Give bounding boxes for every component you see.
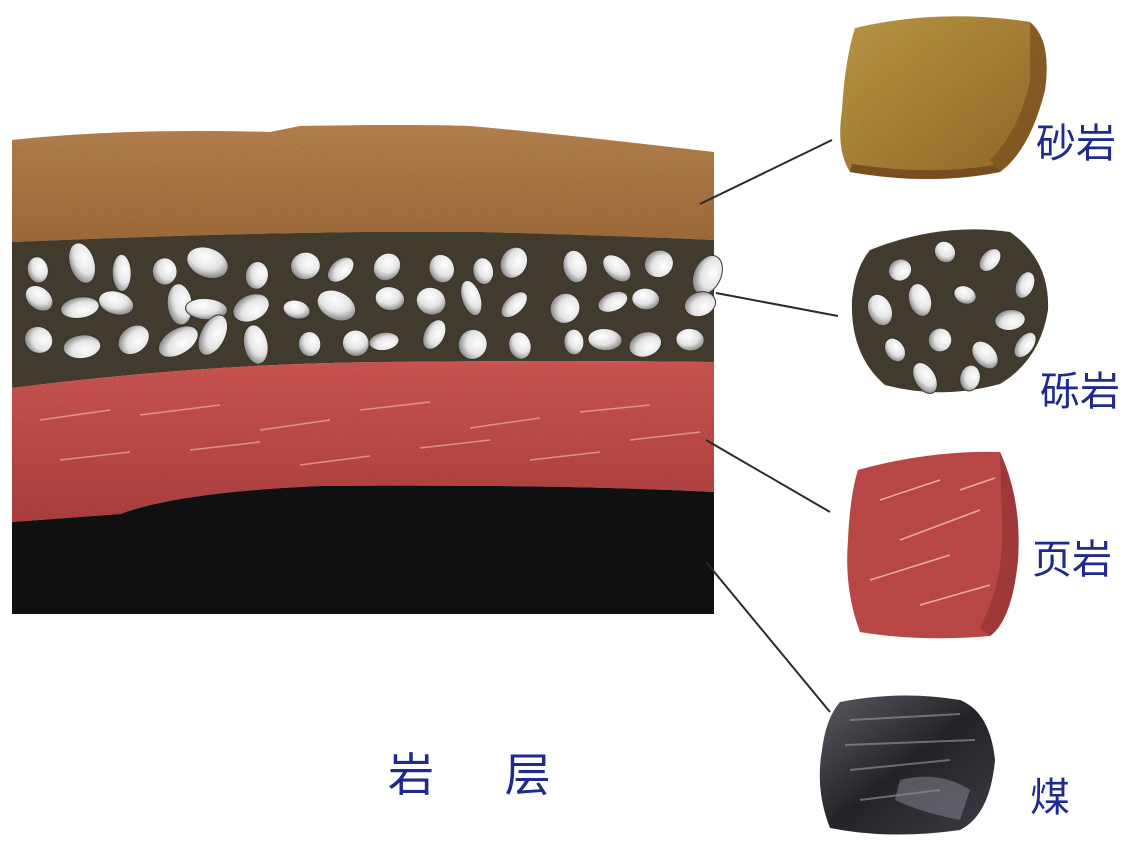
sandstone-specimen [840,16,1046,179]
strata-block [12,125,728,614]
coal-specimen [820,695,995,834]
pebble [112,254,132,292]
coal-label: 煤 [1030,778,1070,818]
sandstone-layer [12,125,714,242]
sandstone-label: 砂岩 [1036,124,1116,164]
conglomerate-label: 砾岩 [1040,372,1120,412]
connector-lines [700,140,838,712]
connector-sandstone [700,140,832,204]
shale-specimen [847,452,1018,638]
connector-coal [706,562,830,712]
connector-shale [706,440,830,512]
connector-conglomerate [716,293,838,316]
diagram-caption: 岩 层 [388,752,579,798]
conglomerate-specimen [852,229,1048,397]
shale-label: 页岩 [1032,540,1112,580]
